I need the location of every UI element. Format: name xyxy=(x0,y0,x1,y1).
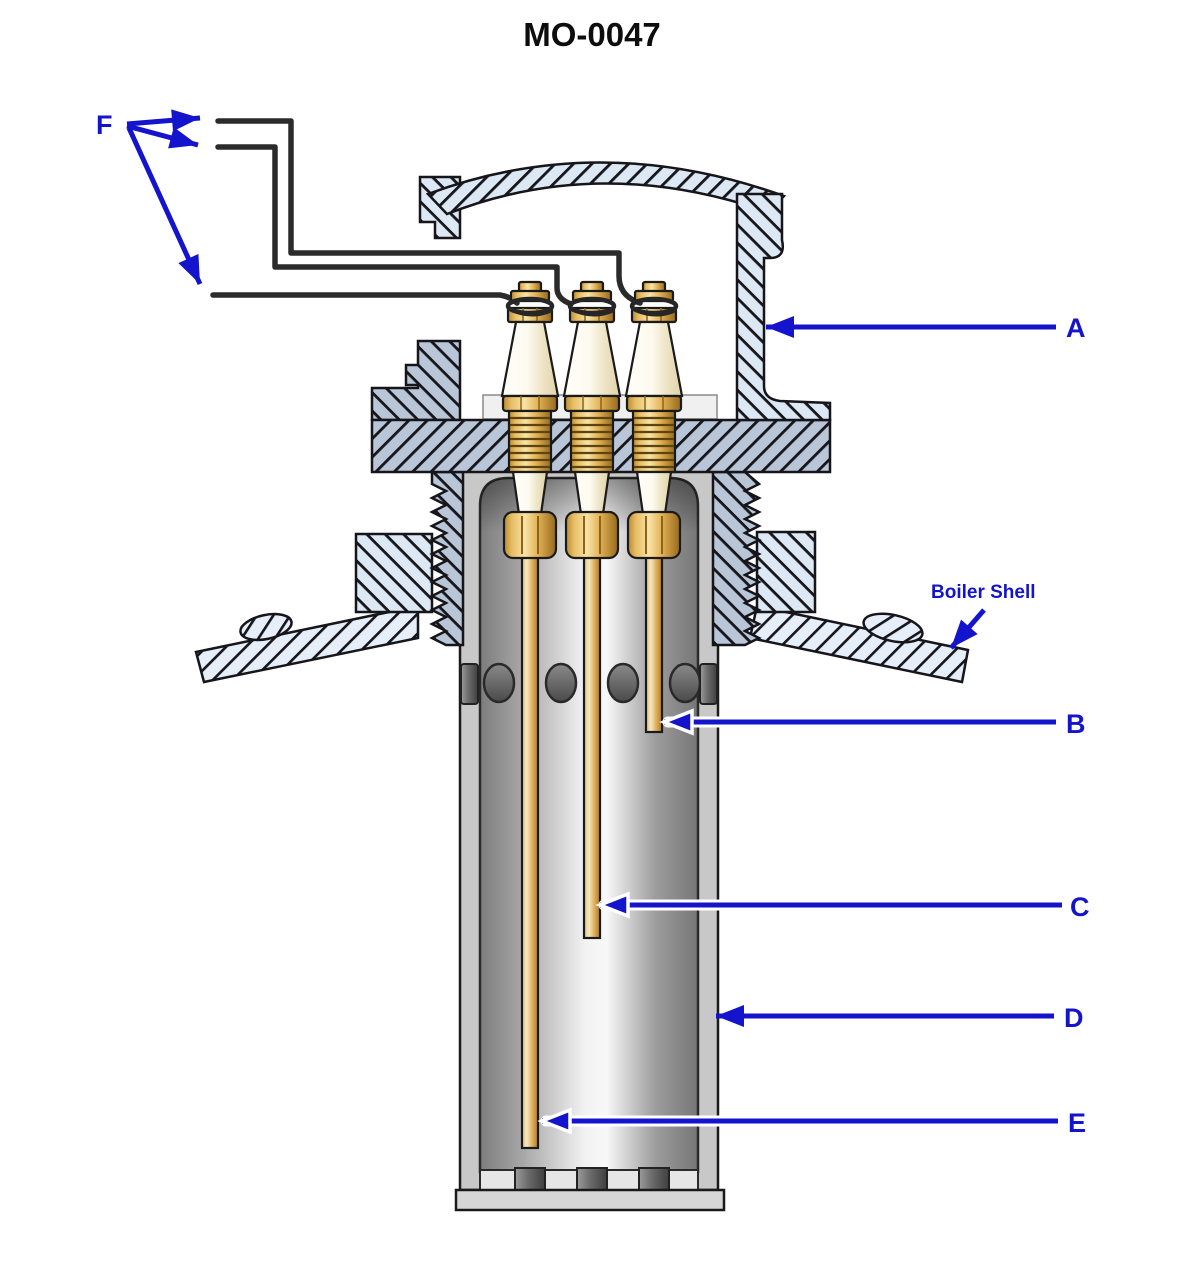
bottom-spacer xyxy=(576,1167,608,1191)
probe-rod-medium xyxy=(582,554,602,940)
boiler-shell-plate-right xyxy=(748,604,970,684)
callout-b-label: B xyxy=(1066,709,1086,739)
callout-e-label: E xyxy=(1068,1108,1086,1138)
wire-middle-electrode xyxy=(215,144,574,307)
housing-neck-left xyxy=(429,470,465,647)
threaded-boss-left xyxy=(354,532,434,614)
housing-neck-right xyxy=(711,470,762,647)
callout-f-arrow-3 xyxy=(126,126,203,286)
threaded-boss-right xyxy=(755,530,817,614)
callout-boiler-shell-label: Boiler Shell xyxy=(931,582,1036,603)
weld-bump-left xyxy=(239,612,293,642)
vent-holes xyxy=(482,662,702,704)
callout-c-label: C xyxy=(1070,892,1090,922)
protective-cover xyxy=(418,161,832,422)
probe-rod-short xyxy=(644,554,664,734)
callouts: F A Boiler Shell B C D E xyxy=(96,109,1090,1138)
wall-port-left xyxy=(460,663,479,705)
callout-f-label: F xyxy=(96,110,113,140)
probe-rod-long xyxy=(520,554,540,1150)
boiler-shell xyxy=(194,530,970,684)
bottom-spacer xyxy=(514,1167,546,1191)
diagram-title: MO-0047 xyxy=(523,16,661,53)
weld-bump-right xyxy=(862,612,924,644)
flange-tab-left xyxy=(370,339,462,422)
wire-left-electrode xyxy=(210,292,520,306)
cover-wall-right xyxy=(735,192,832,422)
bottom-spacer xyxy=(638,1167,670,1191)
wire-right-electrode xyxy=(215,118,643,306)
callout-d-label: D xyxy=(1064,1003,1084,1033)
boiler-shell-plate-left xyxy=(194,604,420,684)
callout-f-arrow-2 xyxy=(126,123,199,149)
callout-f-arrow-1 xyxy=(126,109,201,132)
callout-boiler-shell-arrow xyxy=(949,608,986,650)
cover-dome xyxy=(425,161,787,216)
chamber-base-plate xyxy=(454,1188,726,1212)
callout-a-label: A xyxy=(1066,313,1086,343)
wall-port-right xyxy=(699,663,718,705)
